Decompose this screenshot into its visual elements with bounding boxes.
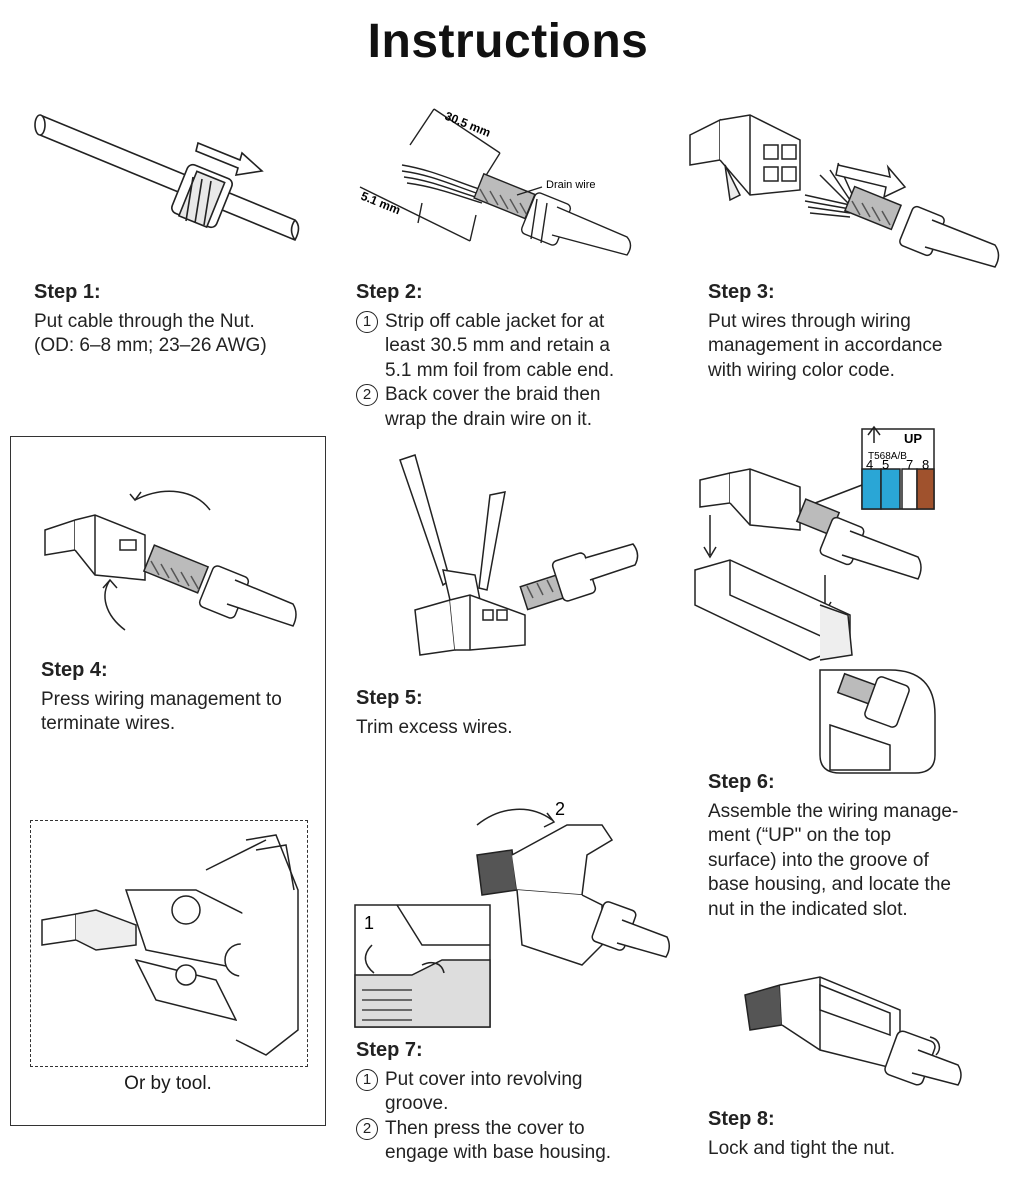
tool-caption: Or by tool. [124,1073,212,1094]
step8-heading: Step 8: [708,1108,775,1130]
step1-line: Put cable through the Nut. [34,310,255,332]
pin-label: 4 [866,457,873,472]
step8-line: Lock and tight the nut. [708,1137,895,1159]
callout-2: 2 [555,799,565,819]
step2-line: least 30.5 mm and retain a [385,335,610,356]
callout-1: 1 [364,913,374,933]
pin-label: 8 [922,457,929,472]
pin-label: 5 [882,457,889,472]
step7-text: Step 7: 1 Put cover into revolving groove… [356,1038,611,1166]
step6-line: base housing, and locate the [708,874,951,895]
step4-line: terminate wires. [41,713,176,734]
step7-number-badge: 1 [356,1068,378,1091]
step6-line: nut in the indicated slot. [708,898,908,920]
dim-strip-label: 30.5 mm [443,109,493,140]
drain-wire-label: Drain wire [546,179,596,191]
step6-line: Assemble the wiring manage- [708,800,959,822]
page-title: Instructions [367,15,649,68]
step7-heading: Step 7: [356,1039,423,1061]
step3-text: Step 3: Put wires through wiring managem… [708,280,942,383]
step6-line: surface) into the groove of [708,849,929,871]
tool-illustration [36,830,304,1062]
step7-line: Put cover into revolving [385,1068,583,1090]
dim-foil-label: 5.1 mm [359,189,403,217]
step1-line: (OD: 6–8 mm; 23–26 AWG) [34,335,267,356]
step4-illustration [35,480,305,645]
step7-line: Then press the cover to [385,1117,585,1139]
step2-number-badge: 1 [356,310,378,333]
step5-illustration [395,450,645,665]
step4-frame [10,436,326,1126]
step7-line: groove. [385,1093,449,1114]
step7-illustration: 2 1 [352,795,682,1030]
step2-line: Back cover the braid then [385,384,601,405]
step6-illustration: UP T568A/B 4 5 7 8 [690,425,1010,775]
step1-heading: Step 1: [34,281,101,303]
step6-heading: Step 6: [708,771,775,793]
step8-text: Step 8: Lock and tight the nut. [708,1107,895,1161]
step7-number-badge: 2 [356,1117,378,1140]
tool-option-frame [30,820,308,1067]
step3-illustration [680,105,1005,290]
pin-label: 7 [906,457,913,472]
step1-illustration [30,95,310,260]
step1-text: Step 1: Put cable through the Nut. (OD: … [34,280,267,359]
step4-line: Press wiring management to [41,688,282,710]
step2-line: wrap the drain wire on it. [385,408,592,430]
up-label: UP [904,431,922,446]
step7-line: engage with base housing. [385,1142,612,1163]
step2-text: Step 2: 1 Strip off cable jacket for at l… [356,280,614,432]
step5-line: Trim excess wires. [356,716,513,738]
step6-text: Step 6: Assemble the wiring manage- ment… [708,770,958,922]
step8-illustration [740,965,970,1105]
step5-heading: Step 5: [356,687,423,709]
step2-line: Strip off cable jacket for at [385,310,605,332]
standard-label: T568A/B [868,451,907,462]
step5-text: Step 5: Trim excess wires. [356,686,513,740]
step2-illustration: 30.5 mm 5.1 mm Drain wire [352,95,642,275]
step4-heading: Step 4: [41,659,108,681]
step3-line: management in accordance [708,335,943,356]
step4-text: Step 4: Press wiring management to termi… [41,658,282,737]
step3-heading: Step 3: [708,281,775,303]
step2-heading: Step 2: [356,281,423,303]
step2-line: 5.1 mm foil from cable end. [385,359,615,381]
step6-line: ment (“UP" on the top [708,825,892,846]
step2-number-badge: 2 [356,384,378,406]
step3-line: with wiring color code. [708,359,895,381]
step3-line: Put wires through wiring [708,310,911,332]
